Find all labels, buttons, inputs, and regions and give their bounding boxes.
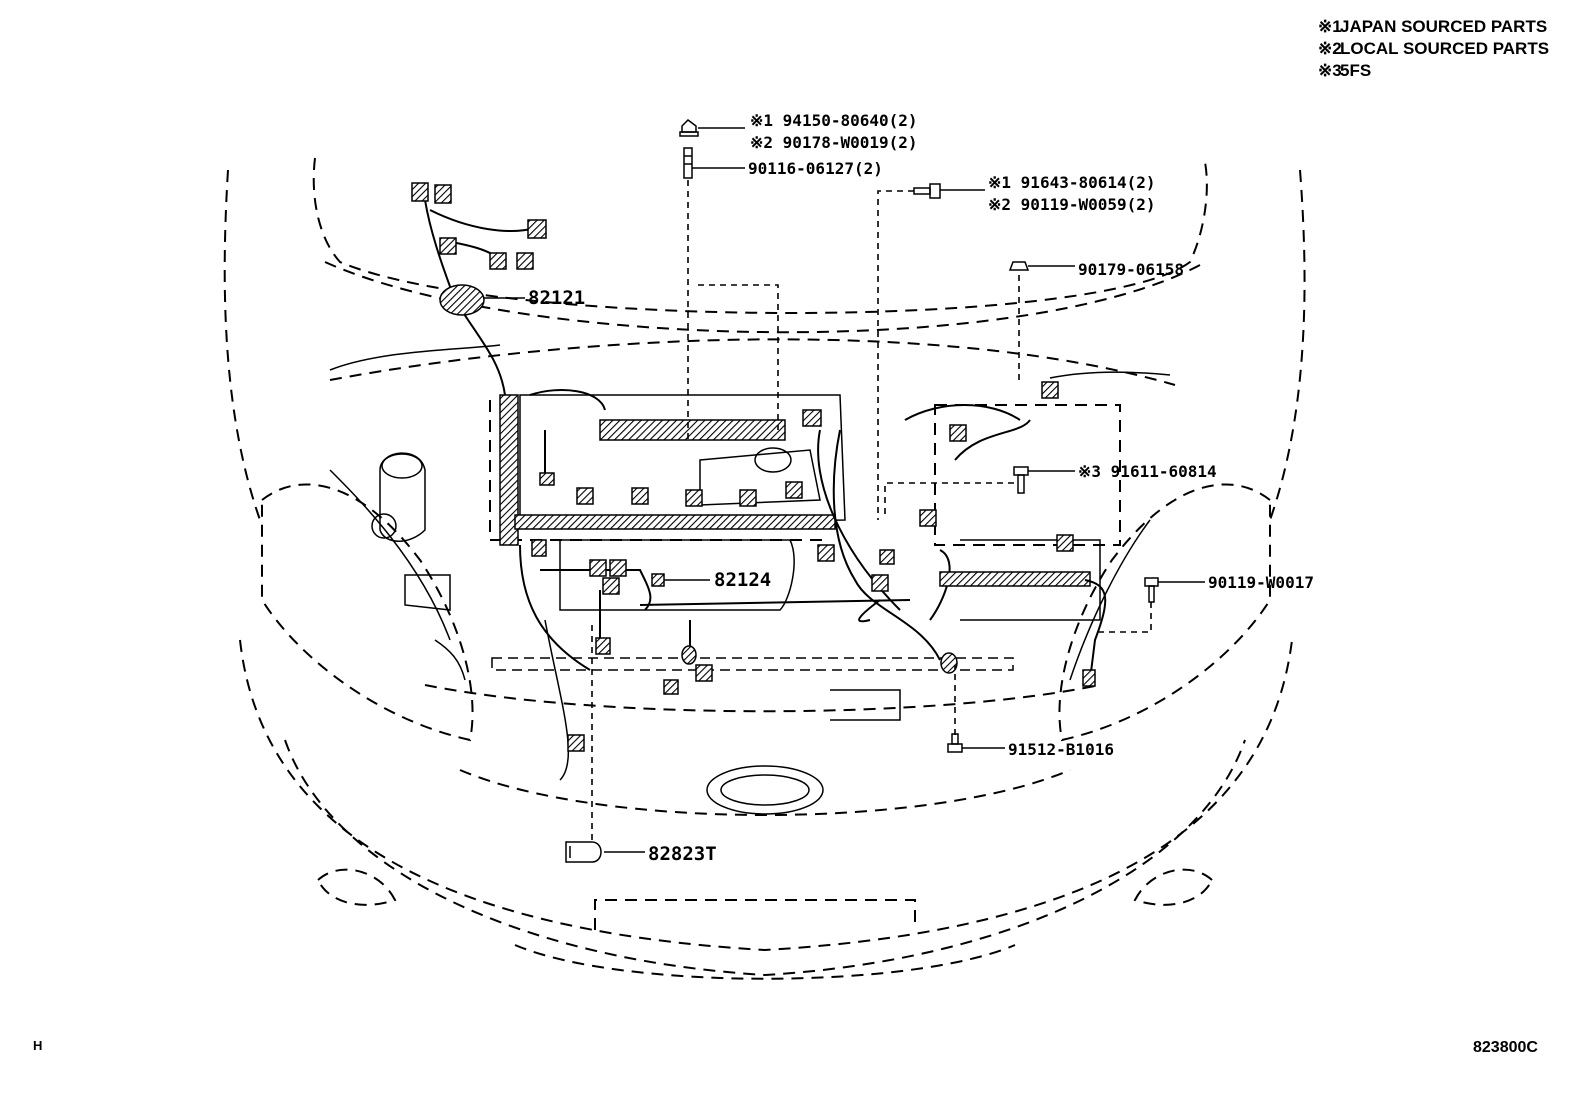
flange-bolt-icon	[679, 119, 699, 137]
corner-mark: H	[33, 1038, 42, 1053]
label-bolt-5fs: ※3 91611-60814	[1078, 462, 1217, 481]
legend-text-3: 5FS	[1340, 61, 1371, 80]
nut-icon	[1008, 261, 1030, 271]
legend-text-2: LOCAL SOURCED PARTS	[1340, 39, 1549, 58]
legend-item-2: ※2	[1318, 39, 1342, 58]
label-bolt-bottom: 91512-B1016	[1008, 740, 1114, 759]
bolt-5fs-icon	[1013, 466, 1029, 494]
harness-82121	[411, 182, 547, 520]
hex-bolt-icon	[913, 183, 941, 199]
legend-item-1: ※1	[1318, 17, 1342, 36]
harness-82124	[499, 381, 1107, 752]
legend-item-3: ※3	[1318, 61, 1342, 80]
legend-text-1: JAPAN SOURCED PARTS	[1340, 17, 1547, 36]
label-nut-right: 90179-06158	[1078, 260, 1184, 279]
stud-bolt-icon	[683, 147, 693, 179]
label-bolt-right-2: ※2 90119-W0059(2)	[988, 195, 1156, 214]
label-bolt-right-1: ※1 91643-80614(2)	[988, 173, 1156, 192]
legend: ※1 JAPAN SOURCED PARTS ※2 LOCAL SOURCED …	[1318, 17, 1549, 80]
leader-lines	[483, 127, 1205, 853]
label-clamp: 82823T	[648, 843, 717, 865]
label-harness-82124: 82124	[714, 569, 771, 591]
label-bolt-top-2: ※2 90178-W0019(2)	[750, 133, 918, 152]
engine-bay	[329, 344, 1171, 781]
figure-code: 823800C	[1473, 1039, 1538, 1056]
label-bolt-side: 90119-W0017	[1208, 573, 1314, 592]
side-bolt-icon	[1144, 577, 1159, 603]
vehicle-body-outline	[223, 157, 1306, 980]
clamp-icon	[565, 841, 602, 863]
bottom-bolt-icon	[947, 733, 963, 753]
label-harness-82121: 82121	[528, 287, 585, 309]
label-stud-top: 90116-06127(2)	[748, 159, 883, 178]
callouts: ※1 94150-80640(2) ※2 90178-W0019(2) 9011…	[528, 111, 1314, 865]
fasteners	[565, 119, 1159, 863]
label-bolt-top-1: ※1 94150-80640(2)	[750, 111, 918, 130]
